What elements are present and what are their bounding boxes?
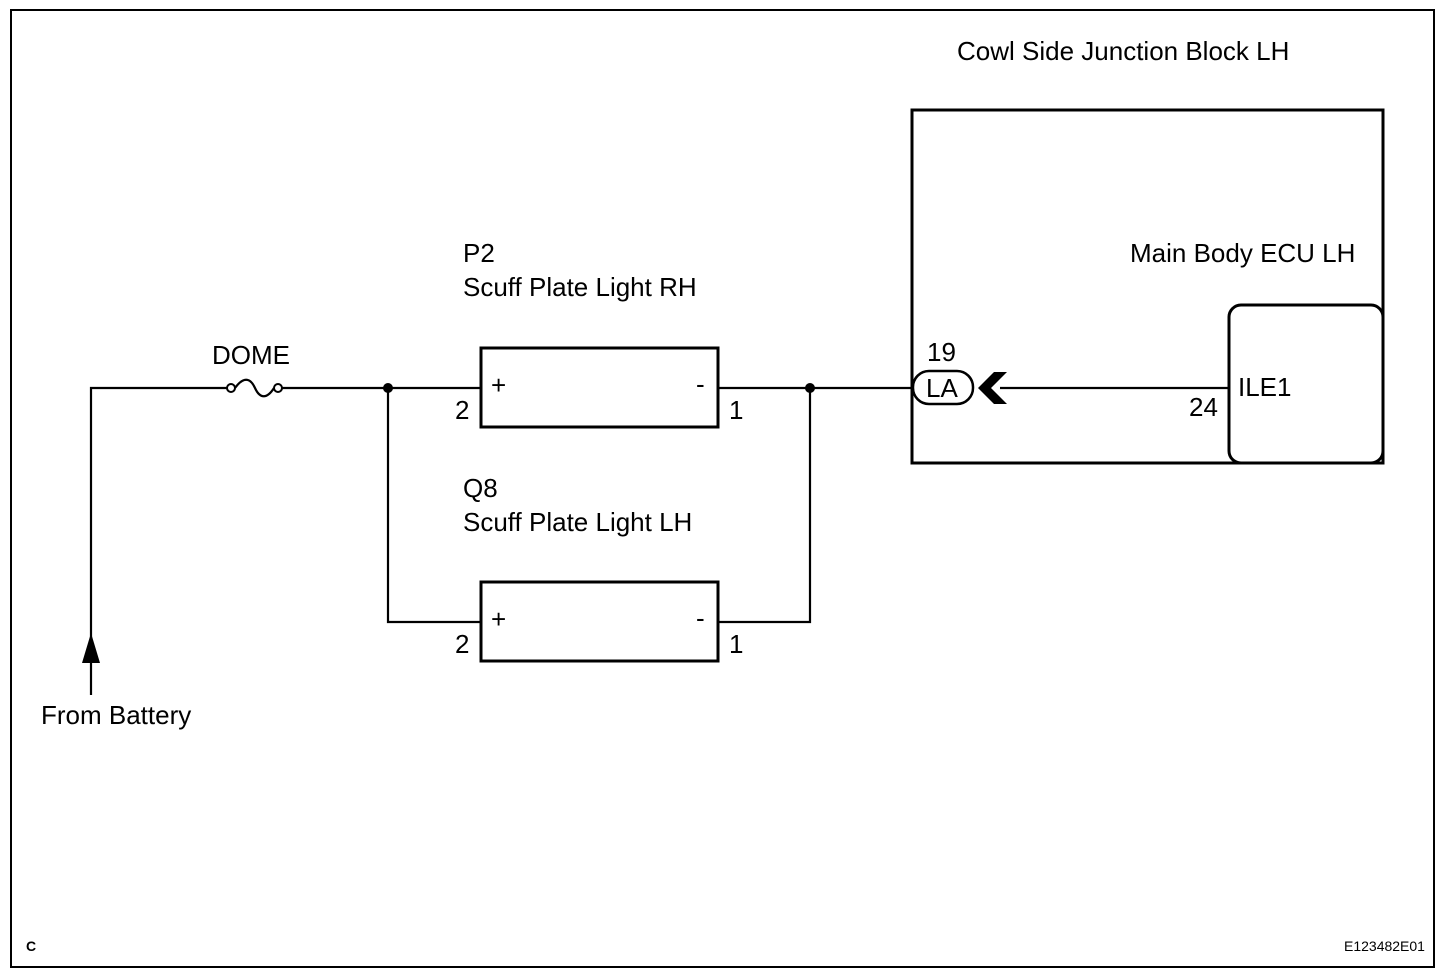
ecu-box: [1227, 303, 1385, 465]
scuff-light-rh-name: Scuff Plate Light RH: [463, 272, 697, 302]
scuff-light-rh-code: P2: [463, 238, 495, 268]
diagram-frame: [10, 9, 1435, 968]
battery-arrow-icon: [82, 633, 100, 663]
wire-left-branch: [386, 388, 481, 624]
ecu-terminal-label: ILE1: [1238, 372, 1292, 402]
scuff-light-lh-plus: +: [491, 604, 506, 634]
fuse-label: DOME: [212, 340, 290, 370]
ecu-pin-number: 24: [1189, 392, 1218, 422]
wire-battery-feed: [89, 386, 227, 695]
scuff-light-lh-name: Scuff Plate Light LH: [463, 507, 692, 537]
scuff-light-rh-pin-plus: 2: [455, 395, 469, 425]
junction-block-title: Cowl Side Junction Block LH: [957, 36, 1289, 66]
wire-right-branch: [718, 388, 812, 624]
scuff-light-rh-minus: -: [696, 369, 705, 399]
fuse-terminal-right: [273, 383, 283, 393]
scuff-light-lh-pin-plus: 2: [455, 629, 469, 659]
fuse-icon: [234, 378, 275, 398]
scuff-light-rh-plus: +: [491, 370, 506, 400]
scuff-light-lh-minus: -: [696, 603, 705, 633]
corner-label-left: C: [26, 938, 36, 954]
connector-arrow-icon: [978, 372, 1007, 404]
scuff-light-lh-box: [479, 580, 720, 663]
fuse-terminal-left: [226, 383, 236, 393]
connector-pin-number: 19: [927, 337, 956, 367]
battery-label: From Battery: [41, 700, 191, 730]
ecu-title: Main Body ECU LH: [1130, 238, 1355, 268]
scuff-light-lh-pin-minus: 1: [729, 629, 743, 659]
junction-block-outline: [910, 108, 1385, 465]
scuff-light-rh-pin-minus: 1: [729, 395, 743, 425]
connector-la-label: LA: [926, 373, 958, 403]
scuff-light-rh-box: [479, 346, 720, 429]
figure-id: E123482E01: [1344, 938, 1425, 954]
scuff-light-lh-code: Q8: [463, 473, 498, 503]
